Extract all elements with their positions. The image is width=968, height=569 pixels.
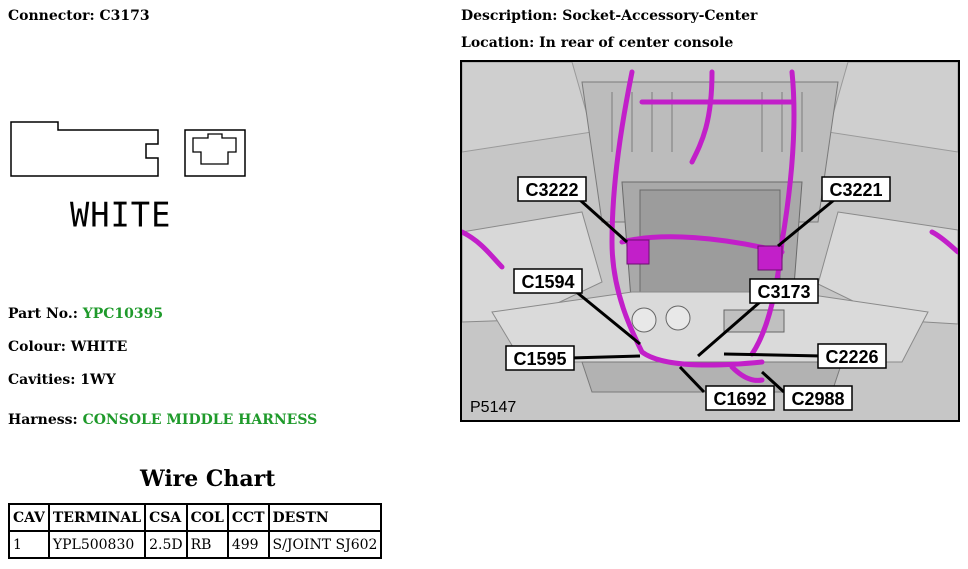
- cavities-label: Cavities: 1WY: [8, 372, 116, 388]
- header-cct: CCT: [226, 503, 270, 532]
- harness-link[interactable]: CONSOLE MIDDLE HARNESS: [82, 412, 318, 428]
- cell-destn: S/JOINT SJ602: [267, 530, 383, 559]
- header-cav: CAV: [8, 503, 50, 532]
- harness-label: Harness: CONSOLE MIDDLE HARNESS: [8, 412, 317, 428]
- connector-key: Connector:: [8, 8, 95, 24]
- callout-c3221-box: [821, 176, 891, 202]
- connector-value: C3173: [99, 8, 150, 24]
- cell-terminal: YPL500830: [47, 530, 147, 559]
- description-key: Description:: [461, 8, 558, 24]
- photo-id-label: P5147: [470, 399, 516, 416]
- connector-colour-text: WHITE: [70, 195, 172, 235]
- description-label: Description: Socket-Accessory-Center: [461, 8, 757, 24]
- colour-key: Colour:: [8, 339, 66, 355]
- callout-c2988: C2988: [791, 389, 844, 409]
- cell-cav: 1: [8, 530, 50, 559]
- cell-csa: 2.5D: [144, 530, 188, 559]
- callout-c1595: C1595: [513, 349, 566, 369]
- callout-c1595-box: [505, 345, 575, 371]
- cavities-value: 1WY: [80, 372, 116, 388]
- description-value: Socket-Accessory-Center: [562, 8, 758, 24]
- cavities-key: Cavities:: [8, 372, 76, 388]
- header-destn: DESTN: [267, 503, 383, 532]
- location-key: Location:: [461, 35, 535, 51]
- callout-c3221: C3221: [829, 180, 882, 200]
- part-number-link[interactable]: YPC10395: [82, 306, 164, 322]
- callout-c3222: C3222: [525, 180, 578, 200]
- cell-col: RB: [185, 530, 229, 559]
- callout-c3173-box: [749, 278, 819, 304]
- callout-c1692-box: [705, 385, 775, 411]
- header-col: COL: [185, 503, 229, 532]
- location-value: In rear of center console: [539, 35, 734, 51]
- cell-cct: 499: [226, 530, 270, 559]
- connector-label: Connector: C3173: [8, 8, 150, 24]
- colour-value: WHITE: [70, 339, 128, 355]
- part-number-label: Part No.: YPC10395: [8, 306, 163, 322]
- callout-c2988-box: [783, 385, 853, 411]
- callout-c2226-box: [817, 343, 887, 369]
- location-photo: C3222 C3221 C1594 C3173 C1595 C2226 C169…: [460, 60, 960, 422]
- harness-key: Harness:: [8, 412, 78, 428]
- callout-c3173: C3173: [757, 282, 810, 302]
- table-row: 1 YPL500830 2.5D RB 499 S/JOINT SJ602: [8, 530, 383, 559]
- location-illustration: C3222 C3221 C1594 C3173 C1595 C2226 C169…: [462, 62, 958, 420]
- connector-face-small: [184, 129, 246, 177]
- location-label: Location: In rear of center console: [461, 35, 733, 51]
- wire-chart-title: Wire Chart: [140, 466, 276, 492]
- callout-c2226: C2226: [825, 347, 878, 367]
- part-key: Part No.:: [8, 306, 78, 322]
- callout-c1594: C1594: [521, 272, 574, 292]
- header-terminal: TERMINAL: [47, 503, 147, 532]
- callout-c1692: C1692: [713, 389, 766, 409]
- wire-chart-header-row: CAV TERMINAL CSA COL CCT DESTN: [8, 503, 383, 532]
- header-csa: CSA: [144, 503, 188, 532]
- connector-face-drawing: [10, 121, 246, 177]
- callout-c1594-box: [513, 268, 583, 294]
- wire-chart-table: CAV TERMINAL CSA COL CCT DESTN 1 YPL5008…: [8, 503, 383, 559]
- callout-c3222-box: [517, 176, 587, 202]
- colour-label: Colour: WHITE: [8, 339, 127, 355]
